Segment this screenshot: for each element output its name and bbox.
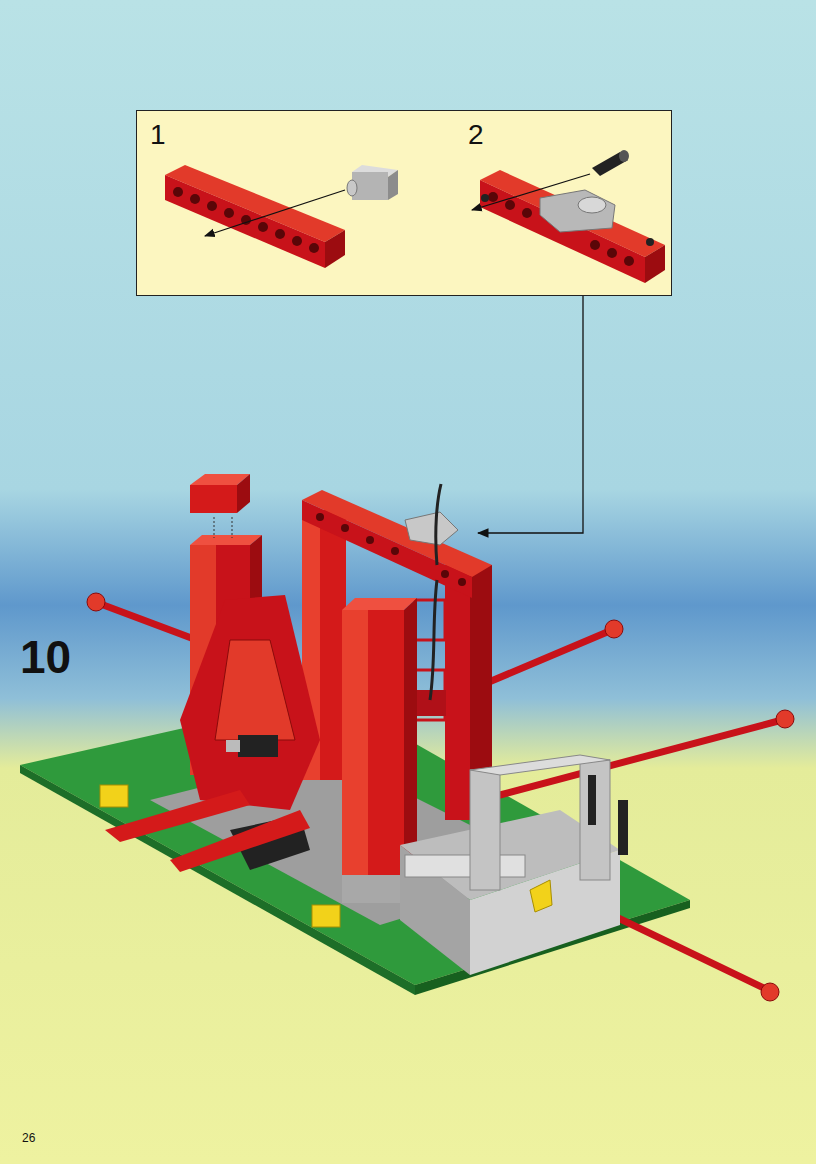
yellow-tile bbox=[100, 785, 128, 807]
guide-line bbox=[232, 517, 233, 538]
step-number: 10 bbox=[20, 634, 71, 680]
grey-gate bbox=[400, 755, 628, 975]
guide-line bbox=[214, 517, 215, 538]
yellow-tile bbox=[312, 905, 340, 927]
red-brick bbox=[190, 474, 250, 513]
step-number: 1 bbox=[150, 121, 166, 149]
assembly-arrow bbox=[205, 190, 345, 236]
page-number: 26 bbox=[22, 1132, 35, 1144]
grey-brick bbox=[347, 165, 398, 200]
callout-line bbox=[478, 296, 583, 533]
inset-fill bbox=[136, 110, 672, 296]
cable bbox=[430, 580, 437, 700]
black-pin bbox=[592, 150, 629, 176]
step-number: 2 bbox=[468, 121, 484, 149]
forklift bbox=[105, 595, 320, 872]
technic-beam bbox=[165, 165, 345, 268]
assembly-arrow bbox=[472, 174, 590, 210]
cable bbox=[436, 484, 441, 565]
inset-panel: 12 bbox=[136, 110, 672, 296]
technic-beam bbox=[480, 170, 665, 283]
